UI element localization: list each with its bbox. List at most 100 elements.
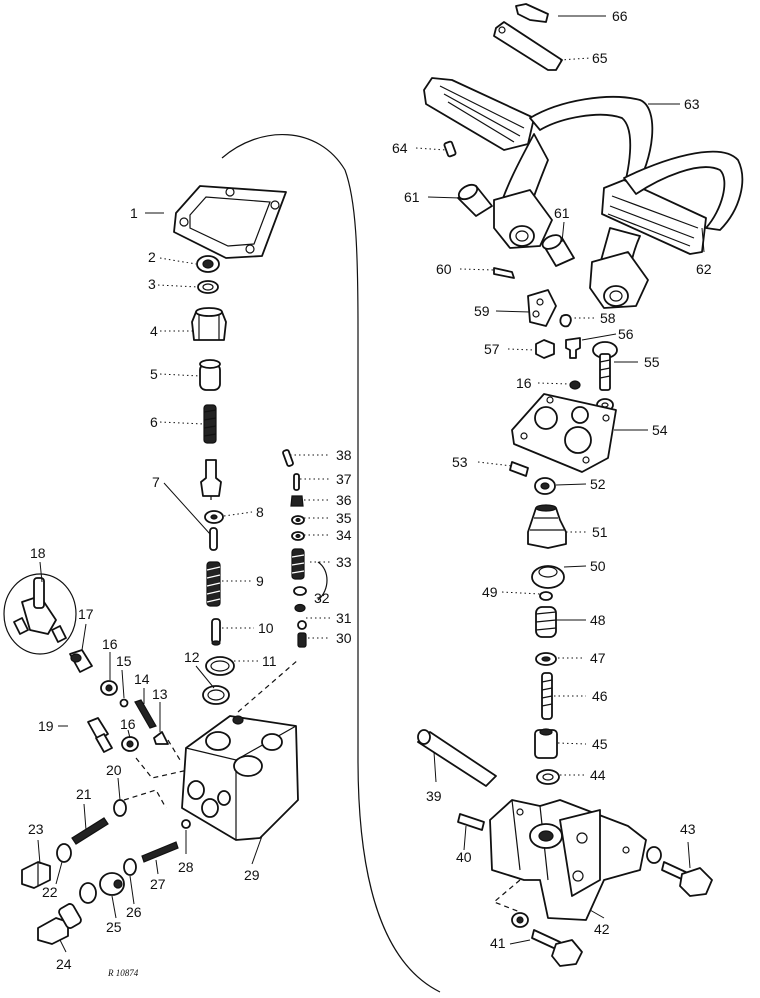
callout-48: 48 <box>590 612 606 628</box>
nut-16-middle <box>121 736 139 752</box>
fitting-56 <box>565 337 581 359</box>
washer-8 <box>204 510 224 524</box>
washer-3 <box>197 280 219 294</box>
washer-44 <box>536 769 560 785</box>
callout-16c: 16 <box>516 375 532 391</box>
callout-13: 13 <box>152 686 168 702</box>
callout-7: 7 <box>152 474 160 490</box>
nut-16-right <box>569 380 581 390</box>
callout-22: 22 <box>42 884 58 900</box>
spring-21 <box>71 817 109 845</box>
nut-57 <box>535 339 555 359</box>
callout-19: 19 <box>38 718 54 734</box>
cap-25 <box>99 872 125 896</box>
rod-46 <box>541 672 553 720</box>
figure-reference: R 10874 <box>107 968 139 978</box>
washer-41 <box>511 912 529 928</box>
washer-35 <box>291 515 305 525</box>
bushing-61-upper <box>457 183 493 217</box>
callout-63: 63 <box>684 96 700 112</box>
pin-64 <box>443 140 457 158</box>
callout-51: 51 <box>592 524 608 540</box>
control-lever-18 <box>3 573 77 655</box>
valve-spring-upper <box>203 404 217 444</box>
callout-11: 11 <box>262 653 277 669</box>
bolt-43 <box>661 861 713 897</box>
plug-23 <box>21 861 51 889</box>
washer-32 <box>293 586 307 613</box>
poppet-13 <box>153 731 169 745</box>
callout-35: 35 <box>336 510 352 526</box>
callout-9: 9 <box>256 573 264 589</box>
group-boundary-curve <box>221 133 441 993</box>
callout-18: 18 <box>30 545 46 561</box>
spring-27 <box>141 841 179 863</box>
callout-32: 32 <box>314 590 330 606</box>
callout-34: 34 <box>336 527 352 543</box>
callout-46: 46 <box>592 688 608 704</box>
callout-53: 53 <box>452 454 468 470</box>
cap-36 <box>290 495 304 507</box>
fitting-17 <box>69 649 93 673</box>
callout-36: 36 <box>336 492 352 508</box>
callout-29: 29 <box>244 867 260 883</box>
callout-16a: 16 <box>102 636 118 652</box>
strap-65 <box>493 21 563 71</box>
callout-12: 12 <box>184 649 200 665</box>
clip-58 <box>559 314 572 328</box>
ball-28 <box>181 819 191 829</box>
leader-lines <box>37 15 705 953</box>
cover-gasket <box>173 185 287 259</box>
bolt-41 <box>531 929 583 967</box>
clip-66 <box>515 3 549 23</box>
o-ring-26 <box>123 858 137 876</box>
callout-6: 6 <box>150 414 158 430</box>
nut-16-left <box>100 680 118 696</box>
callout-21: 21 <box>76 786 92 802</box>
valve-sleeve <box>199 359 221 391</box>
callout-42: 42 <box>594 921 610 937</box>
washer-47 <box>535 652 557 666</box>
ball-15 <box>119 698 129 708</box>
callout-59: 59 <box>474 303 490 319</box>
bracket-59 <box>527 289 557 327</box>
o-ring-22b <box>79 882 97 904</box>
washer-49 <box>539 591 553 601</box>
callout-24: 24 <box>56 956 72 972</box>
pin-60 <box>493 267 515 279</box>
callout-16b: 16 <box>120 716 136 732</box>
callout-40: 40 <box>456 849 472 865</box>
callout-3: 3 <box>148 276 156 292</box>
o-ring-22 <box>56 843 72 863</box>
callout-55: 55 <box>644 354 660 370</box>
callout-52: 52 <box>590 476 606 492</box>
alignment-line-b <box>135 757 189 779</box>
seal-ring-2 <box>196 255 220 273</box>
bolt-55 <box>592 341 618 391</box>
pin-38 <box>282 449 294 467</box>
pin-53 <box>509 461 529 477</box>
alignment-line-d <box>167 739 181 761</box>
spring-48 <box>535 606 557 638</box>
boot-51 <box>527 504 567 549</box>
callout-25: 25 <box>106 919 122 935</box>
spring-30 <box>297 632 307 648</box>
washer-34 <box>291 531 305 541</box>
mounting-plate-54 <box>511 393 617 473</box>
o-ring-20 <box>113 799 127 817</box>
callout-38: 38 <box>336 447 352 463</box>
shaft-39 <box>417 729 497 787</box>
callout-33: 33 <box>336 554 352 570</box>
ball-31 <box>297 620 307 630</box>
valve-seat-nut <box>191 307 227 341</box>
callout-65: 65 <box>592 50 608 66</box>
callout-14: 14 <box>134 671 150 687</box>
callout-49: 49 <box>482 584 498 600</box>
callout-61a: 61 <box>404 189 420 205</box>
bushing-61-lower <box>541 234 575 267</box>
valve-spring-9 <box>206 561 221 607</box>
pin-7 <box>209 527 218 551</box>
callout-31: 31 <box>336 610 352 626</box>
callout-58: 58 <box>600 310 616 326</box>
